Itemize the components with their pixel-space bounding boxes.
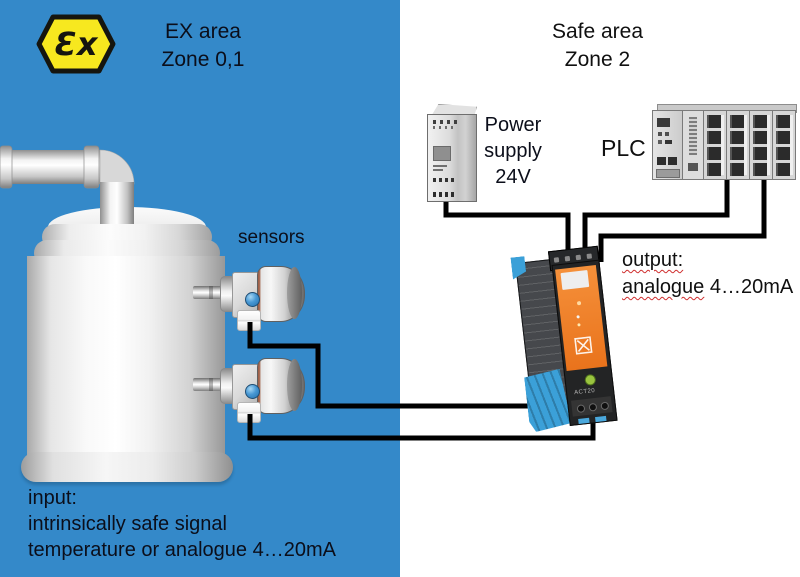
signal-isolator-device: ACT20	[510, 245, 620, 432]
isolator-blue-slot	[595, 415, 607, 423]
terminal-screw	[564, 255, 571, 262]
plc-io-module-2	[726, 110, 750, 180]
input-title: input:	[28, 487, 77, 509]
terminal-screw	[575, 254, 582, 261]
power-supply-label-line3: 24V	[495, 166, 531, 188]
safe-area-zone: Zone 2	[564, 48, 631, 71]
io-rail	[790, 115, 793, 175]
plc-device	[652, 104, 798, 180]
wire-plc-to-isolator-1	[582, 174, 730, 264]
io-terminal-block	[753, 131, 767, 144]
io-terminal-block	[730, 163, 744, 176]
psu-terminals-bottom	[433, 192, 454, 197]
terminal-screw	[553, 257, 560, 263]
plc-button	[658, 140, 662, 144]
terminal-screw	[588, 402, 598, 412]
certification-dot	[584, 373, 597, 386]
wire-plc-to-isolator-2	[598, 174, 767, 262]
io-terminal-block	[776, 115, 790, 128]
plc-bus-connector	[689, 117, 697, 155]
plc-switch	[665, 140, 672, 144]
io-terminal-block	[707, 163, 721, 176]
output-analogue-word: analogue	[622, 276, 705, 298]
isolator-model-label: ACT20	[573, 387, 596, 397]
io-terminal-block	[776, 131, 790, 144]
plc-io-module-4	[772, 110, 796, 180]
psu-dip-row	[433, 178, 454, 182]
isolator-label-window	[560, 270, 590, 290]
wire-power-supply-to-isolator	[443, 198, 571, 264]
wire-sensor1-to-isolator	[247, 322, 557, 409]
io-terminal-block	[707, 115, 721, 128]
plc-label: PLC	[601, 135, 646, 161]
plc-display	[657, 118, 670, 127]
psu-terminals-top	[433, 120, 460, 124]
isolator-blue-slot	[578, 417, 590, 424]
terminal-screw	[600, 401, 610, 411]
io-terminal-block	[730, 147, 744, 160]
ex-area-heading: EX area Zone 0,1	[103, 18, 303, 74]
isolator-front-face: ACT20	[551, 259, 618, 427]
io-terminal-block	[753, 115, 767, 128]
io-terminal-block	[776, 147, 790, 160]
sensor-transmitter-2	[193, 358, 308, 424]
output-title: output:	[622, 249, 684, 271]
plc-cpu-module	[652, 110, 683, 180]
input-annotation: input: intrinsically safe signal tempera…	[28, 485, 336, 563]
plc-io-module-3	[749, 110, 773, 180]
atex-ex-glyph: Ɛx	[55, 25, 99, 63]
io-terminal-block	[707, 131, 721, 144]
ex-area-zone: Zone 0,1	[161, 48, 245, 71]
psu-vents	[433, 126, 455, 129]
io-terminal-block	[753, 147, 767, 160]
io-terminal-block	[730, 115, 744, 128]
plc-button	[665, 132, 669, 136]
sensor-indicator-dot	[245, 384, 260, 399]
psu-label-patch	[433, 146, 451, 161]
safe-area-heading: Safe area Zone 2	[495, 18, 700, 74]
tank-body	[27, 256, 225, 462]
safe-area-title: Safe area	[551, 20, 644, 43]
io-rail	[767, 115, 770, 175]
sensor-head-cap	[287, 359, 302, 411]
ex-area-title: EX area	[165, 20, 241, 43]
psu-text-line	[433, 169, 443, 171]
psu-front-face	[427, 114, 477, 202]
terminal-screw	[586, 253, 593, 259]
sensor-indicator-dot	[245, 292, 260, 307]
io-rail	[721, 115, 724, 175]
input-line3: temperature or analogue 4…20mA	[28, 539, 336, 561]
plc-port	[668, 157, 677, 165]
isolator-bottom-terminals	[571, 396, 613, 417]
io-terminal-block	[707, 147, 721, 160]
power-supply-device	[427, 104, 477, 202]
psu-text-line	[433, 165, 447, 167]
sensor-head-cap	[287, 267, 302, 319]
atex-ex-icon: Ɛx	[36, 14, 116, 74]
plc-bus-module	[682, 110, 704, 180]
io-terminal-block	[753, 163, 767, 176]
output-range: 4…20mA	[704, 276, 794, 298]
power-supply-label: Power supply 24V	[478, 112, 548, 190]
plc-io-module-1	[703, 110, 727, 180]
tank-base	[21, 452, 233, 482]
terminal-screw	[576, 404, 586, 414]
plc-port	[657, 157, 666, 165]
power-supply-label-line2: supply	[484, 140, 542, 162]
io-rail	[744, 115, 747, 175]
input-line2: intrinsically safe signal	[28, 513, 227, 535]
output-annotation: output: analogue 4…20mA	[622, 247, 793, 301]
power-supply-label-line1: Power	[484, 114, 542, 136]
weidmueller-logo-icon	[574, 336, 593, 355]
plc-button	[658, 132, 662, 136]
io-terminal-block	[730, 131, 744, 144]
sensors-label: sensors	[238, 227, 305, 248]
plc-port	[688, 163, 698, 171]
sensor-transmitter-1	[193, 266, 308, 332]
plc-label-strip	[656, 169, 680, 178]
io-terminal-block	[776, 163, 790, 176]
